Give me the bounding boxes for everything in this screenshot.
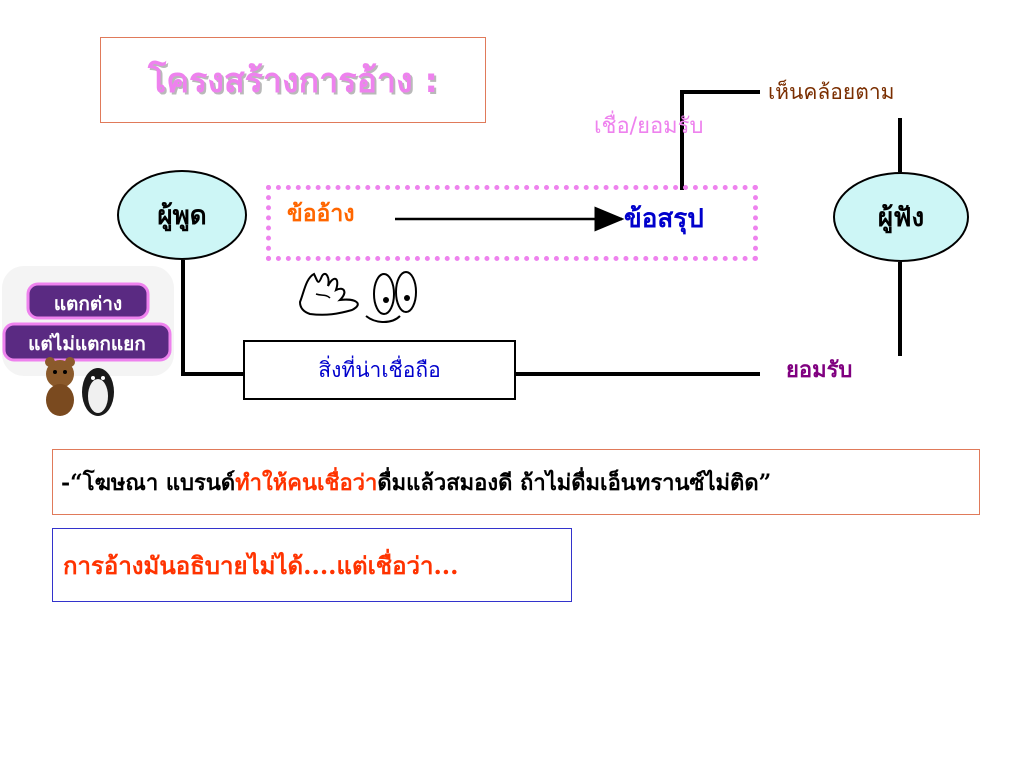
title-box: โครงสร้างการอ้าง : — [100, 37, 486, 123]
note-text: การอ้างมันอธิบายไม่ได้....แต่เชื่อว่า... — [63, 550, 459, 580]
speaker-to-evidence-line — [181, 260, 243, 376]
quote-highlight: ทำให้คนเชื่อว่า — [235, 469, 378, 496]
thinking-hand-icon — [298, 271, 417, 323]
penguin-icon — [82, 368, 114, 416]
badge-line-1: แตกต่าง — [54, 293, 122, 315]
conclusion-to-agree-line — [680, 90, 760, 190]
quote-suffix: ดื่มแล้วสมองดี ถ้าไม่ดื่มเอ็นทรานซ์ไม่ติ… — [377, 469, 772, 496]
believe-accept-label: เชื่อ/ยอมรับ — [594, 114, 704, 139]
badge-line-2: แต่ไม่แตกแยก — [28, 332, 146, 355]
speaker-node: ผู้พูด — [117, 170, 247, 260]
agree-label: เห็นคล้อยตาม — [768, 80, 895, 104]
conclusion-label: ข้อสรุป — [624, 204, 704, 234]
claim-label: ข้ออ้าง — [287, 201, 355, 227]
accepted-label: ยอมรับ — [786, 358, 853, 383]
argument-frame — [266, 185, 758, 261]
quote-box: -“โฆษณา แบรนด์ทำให้คนเชื่อว่าดื่มแล้วสมอ… — [52, 449, 980, 515]
note-box: การอ้างมันอธิบายไม่ได้....แต่เชื่อว่า... — [52, 528, 572, 602]
quote-prefix: -“โฆษณา แบรนด์ — [61, 469, 236, 496]
page-title: โครงสร้างการอ้าง : — [147, 61, 439, 101]
evidence-box: สิ่งที่น่าเชื่อถือ — [243, 340, 516, 400]
bear-icon — [45, 357, 75, 416]
listener-node: ผู้ฟัง — [833, 172, 969, 262]
badge-graphic: แตกต่าง แต่ไม่แตกแยก — [2, 266, 174, 416]
